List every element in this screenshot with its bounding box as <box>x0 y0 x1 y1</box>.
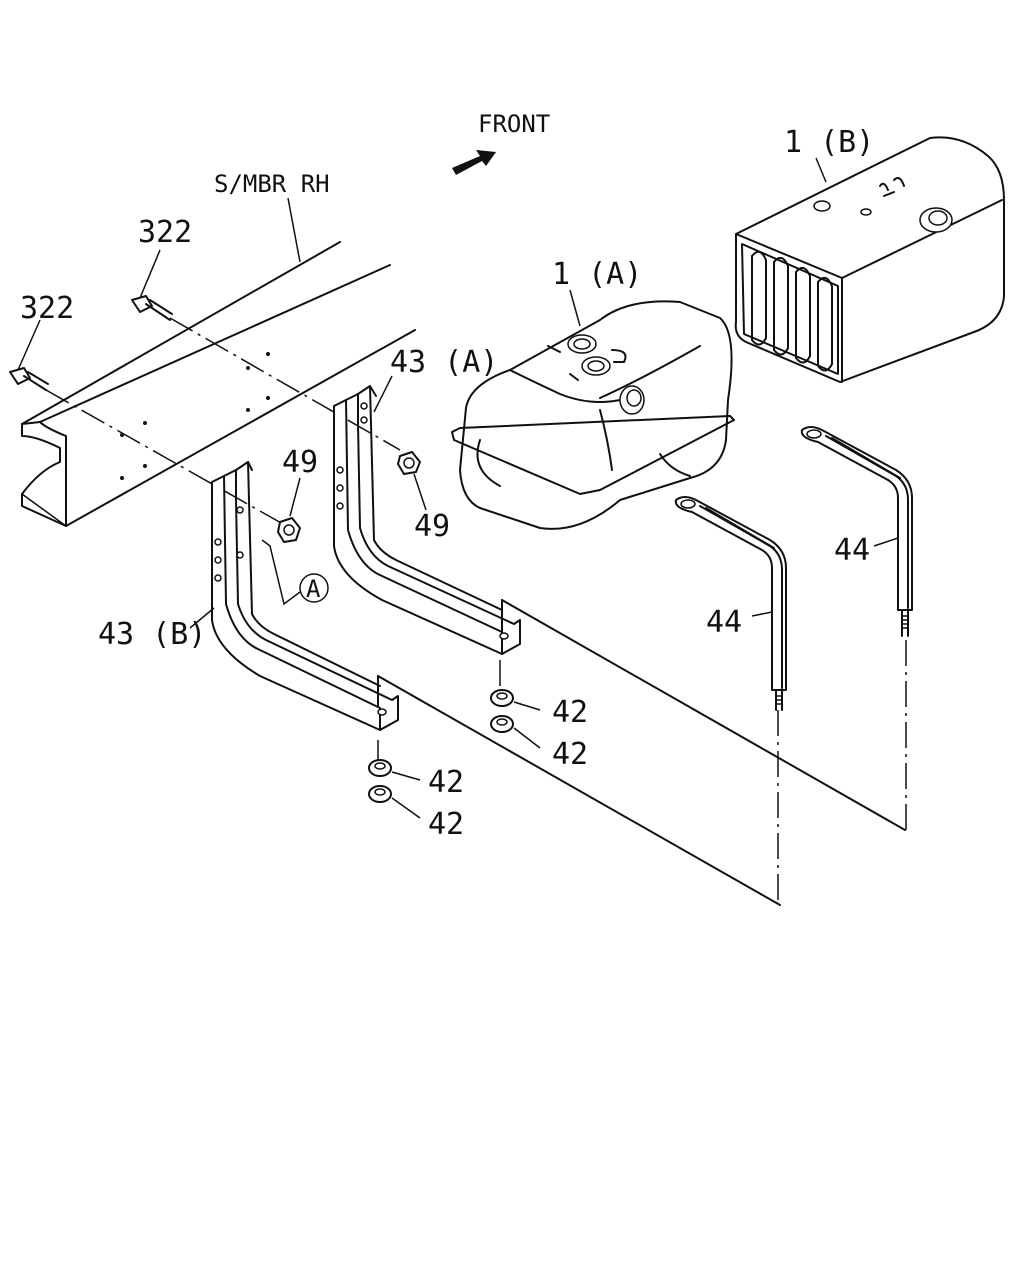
fuel-tank-b <box>734 136 1005 383</box>
bolt-upper-label: 322 <box>138 215 192 250</box>
bracket-43b-label: 43 (B) <box>98 617 206 652</box>
callout-a-label: A <box>306 575 321 603</box>
fuel-tank-a-label: 1 (A) <box>552 257 642 292</box>
fuel-tank-a <box>451 300 735 530</box>
nut-42-2 <box>490 715 514 733</box>
front-label: FRONT <box>478 110 550 138</box>
bolt-lower <box>9 367 49 391</box>
nut-49-left <box>277 517 301 543</box>
nut-42-1-label: 42 <box>552 695 588 730</box>
bracket-43a-label: 43 (A) <box>390 345 498 380</box>
nut-42-4 <box>368 785 392 803</box>
nut-42-1 <box>490 689 514 707</box>
fuel-tank-b-label: 1 (B) <box>784 125 874 160</box>
nut-42-3 <box>368 759 392 777</box>
nut-42-3-label: 42 <box>428 765 464 800</box>
nut-49-right-label: 49 <box>414 509 450 544</box>
front-arrow-icon <box>452 150 496 175</box>
nut-49-left-label: 49 <box>282 445 318 480</box>
nut-49-right <box>397 451 421 475</box>
side-member-rail <box>21 241 416 527</box>
strap-44-left <box>674 496 787 711</box>
strap-44-right-label: 44 <box>834 533 870 568</box>
callout-a-circle <box>299 573 329 603</box>
bracket-43a <box>333 385 521 655</box>
bracket-43b <box>211 461 399 731</box>
nut-42-4-label: 42 <box>428 807 464 842</box>
nut-42-2-label: 42 <box>552 737 588 772</box>
strap-44-left-label: 44 <box>706 605 742 640</box>
side-member-label: S/MBR RH <box>214 170 330 198</box>
bolt-lower-label: 322 <box>20 291 74 326</box>
bolt-upper <box>131 295 173 321</box>
strap-44-right <box>800 426 913 637</box>
